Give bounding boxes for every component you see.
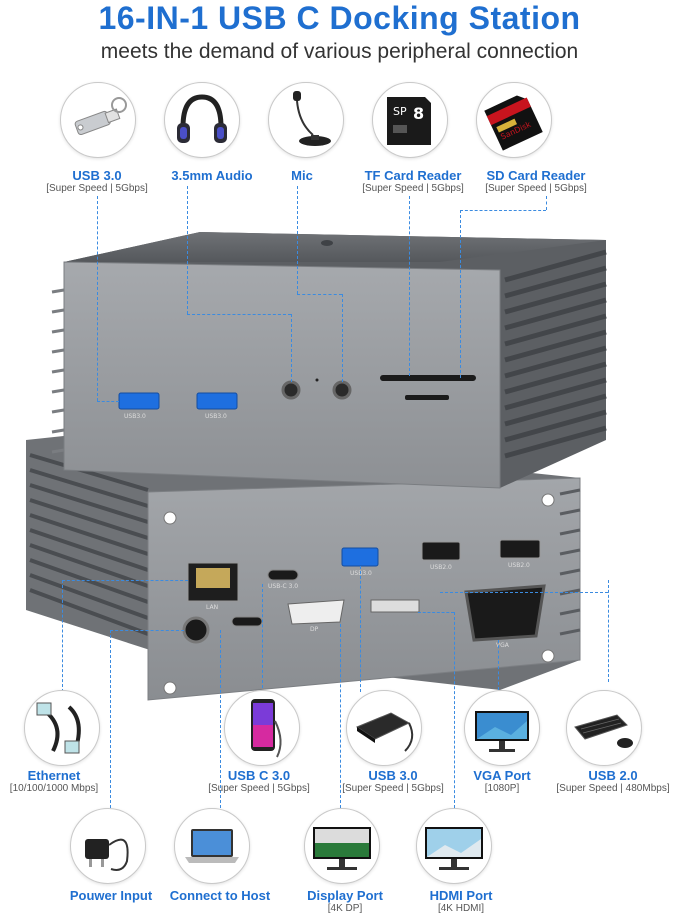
monitor-icon bbox=[416, 808, 492, 884]
port-label-usbc: USB-C 3.0 bbox=[268, 583, 299, 590]
microphone-icon bbox=[268, 82, 344, 158]
leader-tf bbox=[409, 196, 410, 376]
leader-audio-h bbox=[187, 314, 291, 315]
leader-usb3-top-h bbox=[97, 401, 119, 402]
label-power-input: Pouwer Input bbox=[69, 888, 153, 903]
usb-flash-drive-icon bbox=[60, 82, 136, 158]
tf-capacity: 8 bbox=[413, 104, 424, 123]
label-audio: 3.5mm Audio bbox=[171, 168, 253, 183]
port-label-usb3-a: USB3.0 bbox=[124, 413, 146, 420]
port-label-usb2-a: USB2.0 bbox=[430, 564, 452, 571]
label-usb3-top: USB 3.0[Super Speed | 5Gbps] bbox=[46, 168, 148, 194]
ethernet-cable-icon bbox=[24, 690, 100, 766]
laptop-icon bbox=[174, 808, 250, 884]
leader-usbc-v bbox=[262, 584, 263, 688]
leader-usb3-rear-v bbox=[360, 566, 361, 692]
leader-host-v bbox=[220, 630, 221, 808]
label-sd-card: SD Card Reader[Super Speed | 5Gbps] bbox=[485, 168, 587, 194]
port-label-usb3-b: USB3.0 bbox=[205, 413, 227, 420]
label-tf-card: TF Card Reader[Super Speed | 5Gbps] bbox=[362, 168, 464, 194]
tf-card-icon: SP 8 bbox=[372, 82, 448, 158]
leader-hdmi-h bbox=[418, 612, 454, 613]
label-vga: VGA Port[1080P] bbox=[473, 768, 531, 794]
leader-sd-v1 bbox=[546, 196, 547, 210]
leader-usb3-top bbox=[97, 196, 98, 401]
port-label-dp: DP bbox=[310, 626, 319, 633]
label-hdmi-port: HDMI Port[4K HDMI] bbox=[429, 888, 493, 914]
external-drive-icon bbox=[346, 690, 422, 766]
page-title: 16-IN-1 USB C Docking Station bbox=[98, 0, 581, 36]
port-label-vga: VGA bbox=[496, 642, 509, 649]
leader-vga-v bbox=[498, 640, 499, 690]
leader-hdmi-v bbox=[454, 612, 455, 808]
port-label-lan: LAN bbox=[206, 604, 219, 611]
leader-usb2-h bbox=[440, 592, 608, 593]
label-usb2: USB 2.0[Super Speed | 480Mbps] bbox=[556, 768, 670, 794]
leader-mic-h bbox=[297, 294, 342, 295]
smartphone-icon bbox=[224, 690, 300, 766]
label-usb3-rear: USB 3.0[Super Speed | 5Gbps] bbox=[342, 768, 444, 794]
headphones-icon bbox=[164, 82, 240, 158]
leader-mic bbox=[297, 186, 298, 294]
leader-mic-v2 bbox=[342, 294, 343, 382]
leader-audio bbox=[187, 186, 188, 314]
leader-sd-v2 bbox=[460, 210, 461, 378]
docking-station-illustration bbox=[26, 232, 607, 701]
monitor-icon bbox=[304, 808, 380, 884]
label-connect-host: Connect to Host bbox=[169, 888, 271, 903]
leader-power-h bbox=[110, 630, 184, 631]
leader-audio-v2 bbox=[291, 314, 292, 382]
leader-ethernet-v bbox=[62, 580, 63, 692]
leader-power-v bbox=[110, 630, 111, 808]
tf-brand: SP bbox=[393, 105, 407, 118]
leader-dp-v bbox=[340, 624, 341, 808]
label-usbc: USB C 3.0[Super Speed | 5Gbps] bbox=[208, 768, 310, 794]
page-subtitle: meets the demand of various peripheral c… bbox=[100, 40, 579, 63]
label-display-port: Display Port[4K DP] bbox=[307, 888, 383, 914]
port-label-usb2-b: USB2.0 bbox=[508, 562, 530, 569]
monitor-icon bbox=[464, 690, 540, 766]
label-mic: Mic bbox=[291, 168, 313, 183]
leader-usb2-v bbox=[608, 580, 609, 682]
leader-sd-h bbox=[460, 210, 546, 211]
keyboard-mouse-icon bbox=[566, 690, 642, 766]
power-adapter-icon bbox=[70, 808, 146, 884]
leader-ethernet-h bbox=[62, 580, 188, 581]
sd-card-icon: SanDisk bbox=[476, 82, 552, 158]
label-ethernet: Ethernet[10/100/1000 Mbps] bbox=[9, 768, 99, 794]
